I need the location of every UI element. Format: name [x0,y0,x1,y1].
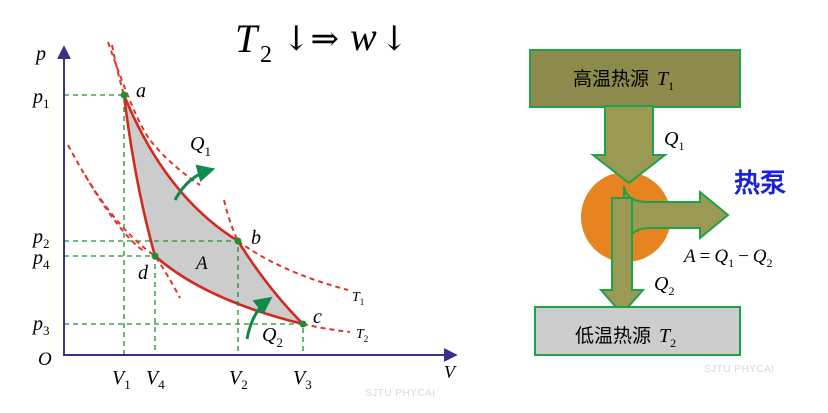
formula-down-arrow: ↓ [380,19,409,59]
work-equation: A=Q1−Q2 [682,246,773,270]
curve-b-c [236,240,304,325]
formula: T 2 ↓⇒ w ↓ [235,14,409,68]
point-a-label: a [136,80,146,102]
p3-label: p3 [31,313,50,338]
point-b [234,237,242,245]
point-c-label: c [313,306,322,328]
v1-label: V1 [112,367,131,392]
curve-a-b [122,94,239,243]
formula-w: w [350,14,377,59]
hp-q2-label: Q2 [654,273,674,298]
t2-label: T2 [356,327,368,344]
heat-pump-title: 热泵 [734,169,786,199]
q1-arrow [173,164,216,201]
pv-diagram: p V O p1 p2 p4 p3 V1 V4 V2 V3 a b c d A … [31,41,458,399]
flow-q1-arrow [590,105,668,185]
flow-q2-arrow [598,197,646,316]
cycle-points [120,91,307,328]
axis-p-label: p [34,43,46,65]
point-c [299,320,307,328]
curve-d-a [122,94,157,257]
q2-label: Q2 [262,324,283,350]
point-d-label: d [138,262,149,284]
v4-label: V4 [146,367,165,392]
point-b-label: b [251,227,261,249]
formula-t: T [235,16,260,61]
isotherm-t1-upper [107,41,201,186]
formula-t-sub: 2 [260,42,272,68]
origin-label: O [38,349,52,370]
area-label: A [194,253,208,274]
watermark-left: SJTU PHYCAI [365,388,436,399]
p4-label: p4 [31,247,50,272]
p-tick-labels: p1 p2 p4 p3 [31,86,50,338]
cycle-curves [122,94,304,326]
isotherm-t2 [302,323,351,333]
isotherm-t2-upper [84,174,146,253]
q2-arrow [245,296,273,340]
v3-label: V3 [293,367,312,392]
hp-q1-label: Q1 [664,128,684,153]
watermark-right: SJTU PHYCAI [704,364,775,375]
p1-label: p1 [31,86,50,111]
v-tick-labels: V1 V4 V2 V3 [112,367,312,392]
v2-label: V2 [229,367,248,392]
cold-reservoir [534,306,741,356]
hot-reservoir [529,49,741,108]
formula-arrows: ↓⇒ [282,19,339,59]
t1-label: T1 [352,290,364,307]
point-a [120,91,128,99]
point-labels: a b c d [136,80,322,328]
q1-label: Q1 [190,133,211,159]
p2-label: p2 [31,226,50,251]
point-d [151,252,159,260]
cycle-area [124,95,303,324]
axis-v-label: V [444,362,457,382]
curve-c-d [154,255,304,326]
isotherm-t2-left [67,144,181,299]
